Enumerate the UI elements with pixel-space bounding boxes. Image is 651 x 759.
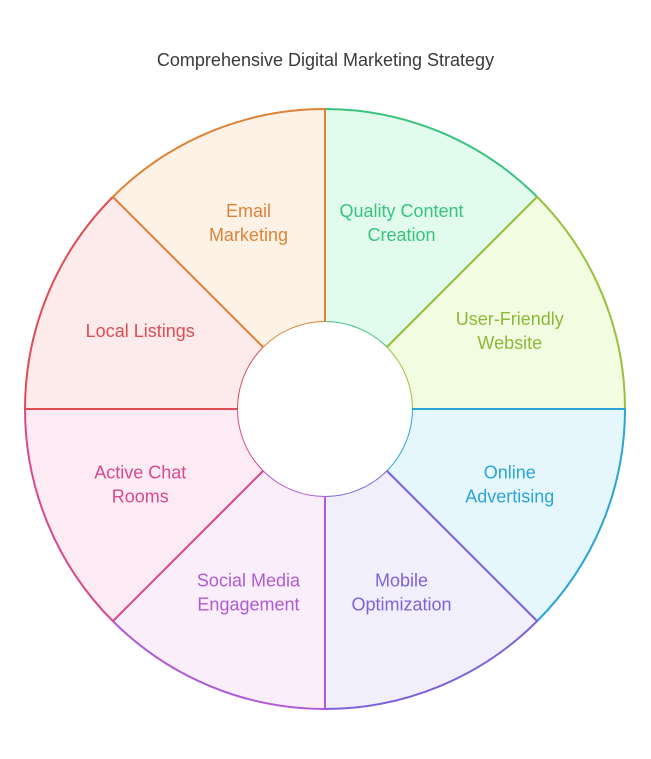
segment-label-line: Creation	[368, 225, 436, 245]
segment-label-line: Rooms	[112, 486, 169, 506]
wheel-center-hub	[238, 322, 412, 496]
segment-label-line: Online	[484, 462, 536, 482]
segment-label-line: Marketing	[209, 225, 288, 245]
segment-label-line: Engagement	[197, 595, 299, 615]
segment-label-line: User-Friendly	[456, 309, 564, 329]
segment-label-line: Advertising	[465, 486, 554, 506]
segment-label-line: Optimization	[352, 595, 452, 615]
page-title: Comprehensive Digital Marketing Strategy	[156, 50, 495, 70]
segment-label-line: Active Chat	[94, 462, 186, 482]
segment-label-line: Local Listings	[86, 321, 195, 341]
segment-label-line: Email	[226, 201, 271, 221]
segment-label-7: Local Listings	[86, 321, 195, 341]
segment-label-line: Quality Content	[339, 201, 463, 221]
segment-label-line: Social Media	[197, 571, 301, 591]
segment-label-line: Website	[477, 333, 542, 353]
wheel-segments	[24, 108, 626, 710]
segment-label-line: Mobile	[375, 571, 428, 591]
